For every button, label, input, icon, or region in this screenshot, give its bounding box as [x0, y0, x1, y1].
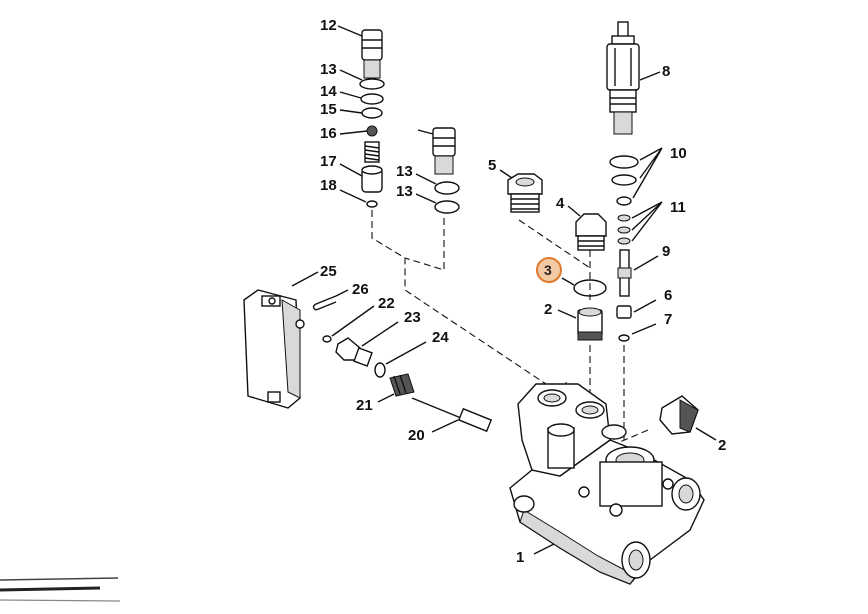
- label-2b: 2: [718, 437, 726, 454]
- part-18-small-oring: [366, 200, 378, 208]
- leader-24: [385, 341, 427, 365]
- label-24: 24: [432, 329, 449, 346]
- leader-23: [361, 321, 399, 347]
- corner-stroke-marks: [0, 577, 121, 602]
- label-2a: 2: [544, 301, 552, 318]
- part-14-oring: [360, 93, 384, 105]
- label-22: 22: [378, 295, 395, 312]
- part-26-clip: [312, 295, 337, 311]
- leader-valve-insert: [417, 129, 434, 135]
- part-17-valve-seat: [361, 165, 383, 193]
- label-12: 12: [320, 17, 337, 34]
- part-2-valve-upper: [577, 307, 603, 341]
- part-11-ring-a: [617, 214, 631, 222]
- label-16: 16: [320, 125, 337, 142]
- leader-13a: [339, 69, 363, 81]
- leader-2a: [557, 309, 577, 319]
- part-11-ring-c: [617, 237, 631, 245]
- label-18: 18: [320, 177, 337, 194]
- part-10-oring-a: [609, 155, 639, 169]
- part-24-oring: [374, 362, 386, 378]
- leader-10: [632, 147, 663, 199]
- part-13-oring-upper: [359, 78, 385, 90]
- leader-14: [339, 91, 362, 99]
- leader-18: [339, 189, 367, 203]
- leader-5: [499, 169, 513, 179]
- label-3: 3: [544, 262, 552, 278]
- leader-2b: [695, 427, 717, 441]
- part-21-spring: [389, 373, 415, 397]
- leader-13b: [415, 173, 437, 185]
- label-20: 20: [408, 427, 425, 444]
- part-1-pump-body: [509, 383, 705, 585]
- label-13c: 13: [396, 183, 413, 200]
- highlight-badge-3[interactable]: [536, 257, 562, 283]
- label-11: 11: [670, 199, 686, 216]
- part-11-ring-b: [617, 226, 631, 234]
- leader-8: [639, 71, 661, 81]
- part-13-oring-c: [434, 200, 460, 214]
- label-26: 26: [352, 281, 369, 298]
- leader-16: [339, 130, 368, 135]
- label-8: 8: [662, 63, 670, 80]
- part-9-piston: [617, 249, 632, 297]
- label-6: 6: [664, 287, 672, 304]
- leader-11: [631, 201, 663, 242]
- label-5: 5: [488, 157, 496, 174]
- label-4: 4: [556, 195, 565, 212]
- part-20-piston-rod: [411, 397, 493, 433]
- part-4-plug: [575, 213, 607, 251]
- part-10-oring-b: [611, 174, 637, 186]
- part-25-housing-cover: [243, 289, 305, 409]
- label-7: 7: [664, 311, 672, 328]
- part-5-plug: [507, 173, 543, 213]
- label-9: 9: [662, 243, 670, 260]
- label-15: 15: [320, 101, 337, 118]
- leader-21: [377, 393, 395, 403]
- leader-22: [331, 305, 375, 337]
- part-23-fitting: [335, 337, 373, 367]
- part-8-unloader-valve: [606, 21, 640, 135]
- assembly-guide-lines: [371, 210, 649, 443]
- leader-12: [337, 25, 363, 37]
- leader-6: [633, 299, 657, 313]
- leader-13c: [415, 193, 437, 204]
- part-15-ring: [361, 107, 383, 119]
- part-22-small-oring: [322, 335, 332, 343]
- label-13a: 13: [320, 61, 337, 78]
- part-16-spring: [364, 141, 380, 163]
- leader-26: [335, 289, 349, 297]
- leader-15: [339, 109, 363, 114]
- label-10: 10: [670, 145, 687, 162]
- part-13-oring-b: [434, 181, 460, 195]
- part-6-seat: [616, 305, 632, 319]
- label-1: 1: [516, 549, 524, 566]
- part-7-small-oring: [618, 334, 630, 342]
- part-12-valve-insert: [361, 29, 383, 79]
- part-2-valve-side: [659, 395, 699, 435]
- label-21: 21: [356, 397, 373, 414]
- leader-9: [633, 255, 659, 271]
- part-16-ball: [366, 125, 378, 137]
- leader-4: [567, 205, 581, 217]
- label-25: 25: [320, 263, 337, 280]
- leader-3: [561, 277, 575, 286]
- leader-1: [533, 543, 555, 555]
- leader-20: [431, 419, 459, 433]
- label-13b: 13: [396, 163, 413, 180]
- leader-7: [631, 323, 657, 335]
- leader-17: [339, 163, 363, 177]
- leader-25: [291, 271, 319, 287]
- label-14: 14: [320, 83, 337, 100]
- part-13-valve-insert: [432, 127, 456, 175]
- label-17: 17: [320, 153, 337, 170]
- part-10-oring-c: [616, 196, 632, 206]
- label-23: 23: [404, 309, 421, 326]
- part-3-oring: [573, 279, 607, 297]
